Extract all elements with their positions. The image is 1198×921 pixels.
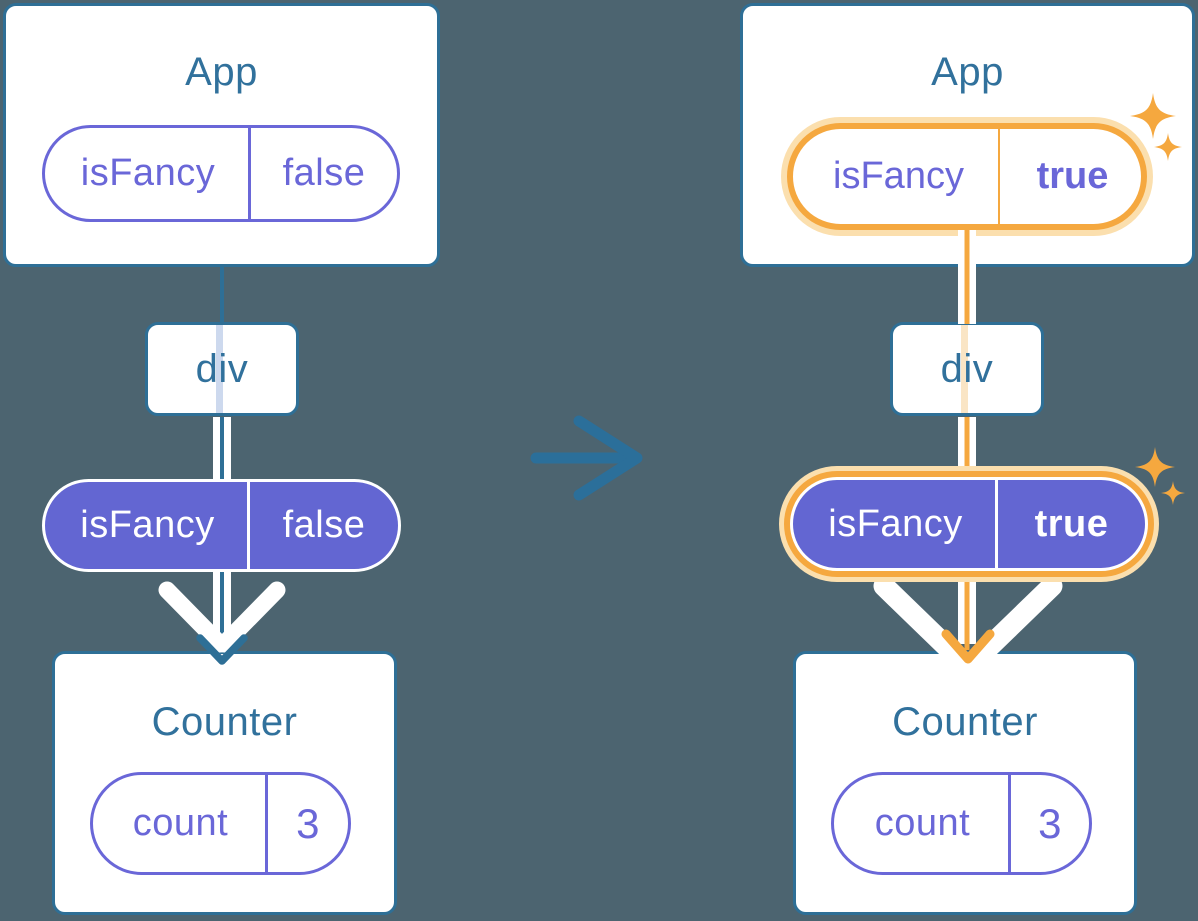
prop-pill-value: false <box>282 504 366 546</box>
counter-title: Counter <box>151 700 298 744</box>
state-pill-value: true <box>1036 155 1109 197</box>
prop-pill-divider <box>995 480 998 568</box>
app-title: App <box>185 50 258 94</box>
counter-card: Counter count 3 <box>52 651 397 915</box>
state-pill-name: isFancy <box>833 155 964 197</box>
count-pill-name: count <box>132 802 229 844</box>
prop-pill-name: isFancy <box>828 502 963 545</box>
prop-pill-divider <box>247 482 250 569</box>
app-card: App isFancy false <box>3 3 440 267</box>
right-arrow-icon <box>530 415 643 501</box>
parent-line <box>220 266 224 324</box>
down-chevron-icon <box>873 575 1063 661</box>
app-title: App <box>931 50 1004 94</box>
count-pill: count 3 <box>90 772 351 875</box>
state-pill-divider <box>998 129 1000 224</box>
app-card: App isFancy true <box>740 3 1195 267</box>
count-pill-divider <box>1008 775 1011 872</box>
prop-pill: isFancy true <box>790 477 1148 571</box>
state-pill-value: false <box>282 152 366 194</box>
count-pill-value: 3 <box>1038 799 1062 847</box>
state-pill-name: isFancy <box>80 152 216 194</box>
div-node: div <box>890 322 1044 416</box>
counter-title: Counter <box>892 700 1038 744</box>
count-pill: count 3 <box>831 772 1092 875</box>
div-node: div <box>145 322 299 416</box>
counter-card: Counter count 3 <box>793 651 1137 915</box>
div-node-label: div <box>195 346 249 391</box>
div-node-stripe <box>961 325 968 413</box>
count-pill-divider <box>265 775 268 872</box>
down-chevron-icon <box>158 581 286 653</box>
state-pill-divider <box>248 128 251 219</box>
state-pill: isFancy true <box>787 123 1147 230</box>
div-node-stripe <box>216 325 223 413</box>
prop-pill-name: isFancy <box>80 504 215 546</box>
state-pill: isFancy false <box>42 125 400 222</box>
prop-pill: isFancy false <box>42 479 401 572</box>
count-pill-name: count <box>874 802 971 844</box>
prop-pill-value: true <box>1034 502 1109 545</box>
div-node-label: div <box>940 346 994 391</box>
count-pill-value: 3 <box>296 799 320 847</box>
